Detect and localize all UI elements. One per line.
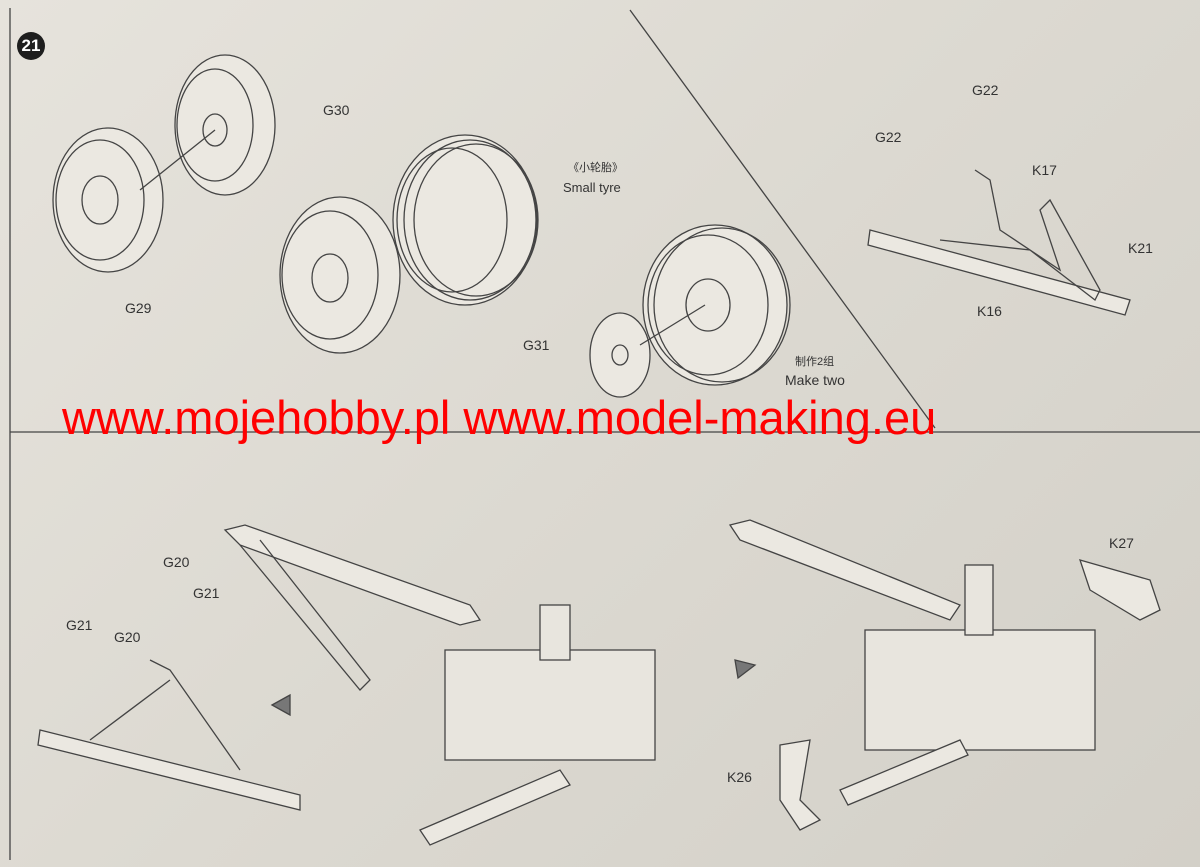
- tyre-label-en: Small tyre: [563, 180, 621, 195]
- make-two-en: Make two: [785, 372, 845, 388]
- part-label-k17: K17: [1032, 162, 1057, 178]
- part-label-k21: K21: [1128, 240, 1153, 256]
- trail-leg-k16: [867, 229, 1131, 316]
- part-k27: [1078, 559, 1161, 621]
- panel-divider-diagonal: [629, 9, 936, 429]
- trail-leg-bottom-left: [37, 729, 301, 811]
- make-two-cn: 制作2组: [795, 356, 835, 368]
- carriage-body-right: [864, 629, 1096, 751]
- part-label-k27: K27: [1109, 535, 1134, 551]
- carriage-body-left: [444, 649, 656, 761]
- part-k26: [779, 739, 822, 831]
- small-tyre: [392, 134, 539, 306]
- part-label-g20-top: G20: [163, 554, 190, 570]
- part-label-k16: K16: [977, 303, 1002, 319]
- part-label-g20: G20: [114, 629, 141, 645]
- part-label-g22-top: G22: [972, 82, 999, 98]
- part-label-g21-left: G21: [66, 617, 93, 633]
- part-label-g30: G30: [323, 102, 350, 118]
- wheel-hub-g29: [52, 127, 164, 273]
- part-label-g29: G29: [125, 300, 152, 316]
- arrow-right-icon-2: [734, 659, 757, 680]
- assembled-wheel: [642, 224, 791, 386]
- wheel-assembly-inner: [279, 196, 401, 354]
- tyre-label-cn: 《小轮胎》: [568, 162, 623, 174]
- wheel-hub-g30: [174, 54, 276, 196]
- part-label-g21-right: G21: [193, 585, 220, 601]
- watermark-text: www.mojehobby.pl www.model-making.eu: [62, 391, 937, 444]
- part-label-k26: K26: [727, 769, 752, 785]
- arrow-right-icon: [270, 693, 291, 717]
- part-label-g22: G22: [875, 129, 902, 145]
- wheel-cap-g31: [589, 312, 651, 398]
- step-number-badge: 21: [17, 32, 45, 60]
- part-label-g31: G31: [523, 337, 550, 353]
